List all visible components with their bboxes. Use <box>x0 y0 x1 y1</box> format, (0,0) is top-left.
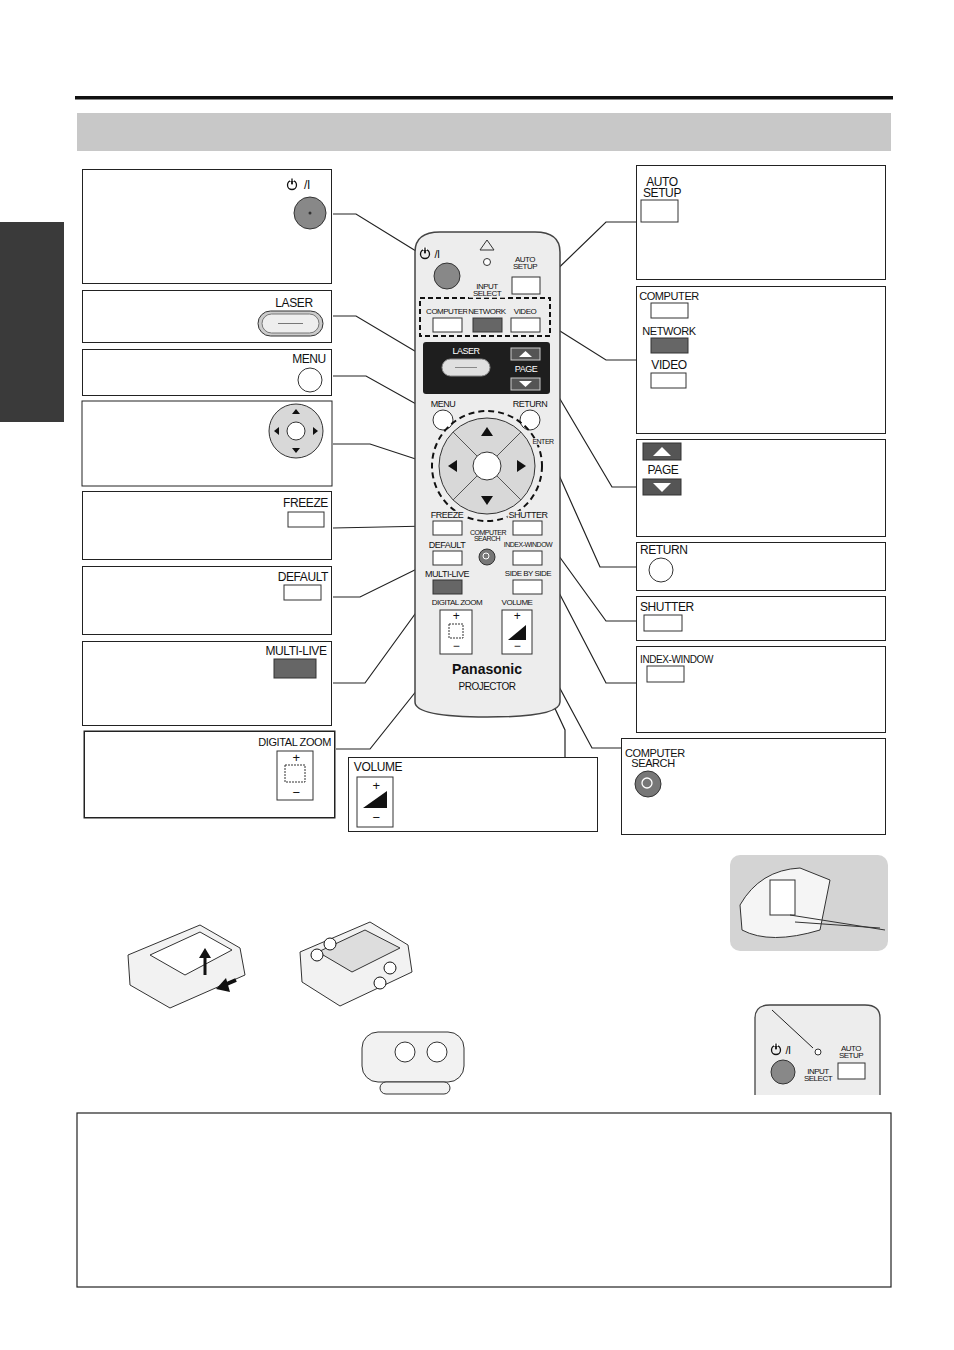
callout-box: VOLUME + − <box>348 757 598 832</box>
callout-box: MULTI-LIVE <box>82 641 332 726</box>
remote-label: + <box>513 611 522 622</box>
button-name: SHUTTER <box>640 602 694 613</box>
remote-label: AUTO SETUP <box>835 1045 867 1060</box>
remote-label: COMPUTER <box>425 308 469 315</box>
callout-box: /I <box>82 169 332 284</box>
remote-label: /I <box>433 249 440 259</box>
button-name: − <box>292 787 299 799</box>
remote-label: − <box>513 641 522 652</box>
button-name: MENU <box>292 354 326 365</box>
callout-box: PAGE <box>636 439 886 537</box>
remote-label: PROJECTOR <box>458 682 517 691</box>
button-name: + <box>372 780 379 792</box>
remote-label: INPUT SELECT <box>800 1068 836 1083</box>
brand-name: Panasonic <box>451 663 523 676</box>
callout-box: INDEX-WINDOW <box>636 646 886 733</box>
remote-label: COMPUTER SEARCH <box>469 530 505 543</box>
callout-box: RETURN <box>636 542 886 591</box>
callout-box: FREEZE <box>82 491 332 560</box>
button-name: DIGITAL ZOOM <box>258 737 331 747</box>
callout-box: COMPUTER NETWORK VIDEO <box>636 286 886 434</box>
remote-label: RETURN <box>512 400 549 408</box>
callout-box: AUTO SETUP <box>636 165 886 280</box>
button-name: VOLUME <box>354 762 402 773</box>
callout-box: MENU <box>82 349 332 396</box>
remote-label: ENTER <box>531 439 554 445</box>
remote-label: LASER <box>451 347 480 355</box>
remote-label: FREEZE <box>430 511 465 519</box>
button-name: + <box>292 752 299 764</box>
remote-label: INPUT SELECT <box>469 283 505 298</box>
remote-label: AUTO SETUP <box>509 256 541 271</box>
button-name: − <box>372 812 379 824</box>
button-name: VIDEO <box>651 360 686 371</box>
remote-label: VOLUME <box>501 599 534 606</box>
button-name: COMPUTER <box>639 291 699 301</box>
remote-label: /I <box>784 1045 791 1055</box>
remote-label: + <box>452 611 461 622</box>
button-name: DEFAULT <box>278 572 328 583</box>
callout-box: DIGITAL ZOOM + − <box>84 731 335 818</box>
callout-box: SHUTTER <box>636 596 886 641</box>
button-name: PAGE <box>648 465 679 476</box>
remote-label: DEFAULT <box>428 541 466 549</box>
remote-label: INDEX-WINDOW <box>503 542 553 548</box>
button-name: AUTO SETUP <box>640 177 684 200</box>
button-name: RETURN <box>640 545 688 556</box>
remote-label: DIGITAL ZOOM <box>431 599 483 606</box>
remote-label: VIDEO <box>513 308 537 315</box>
callout-box: DEFAULT <box>82 566 332 635</box>
button-name: MULTI-LIVE <box>265 646 326 657</box>
remote-label: SIDE BY SIDE <box>504 570 552 577</box>
button-name: LASER <box>275 298 312 309</box>
remote-label: MENU <box>430 400 457 408</box>
button-name: /I <box>304 180 310 191</box>
remote-label: − <box>452 641 461 652</box>
remote-label: MULTI-LIVE <box>424 570 470 578</box>
remote-label: SHUTTER <box>508 511 549 519</box>
button-name: COMPUTER SEARCH <box>625 748 681 769</box>
callout-box: COMPUTER SEARCH <box>621 738 886 835</box>
remote-label: PAGE <box>514 365 538 373</box>
remote-label: NETWORK <box>467 308 506 315</box>
button-name: NETWORK <box>642 326 695 336</box>
button-name: INDEX-WINDOW <box>640 655 713 665</box>
button-name: FREEZE <box>283 498 328 509</box>
callout-box: LASER <box>82 290 332 343</box>
